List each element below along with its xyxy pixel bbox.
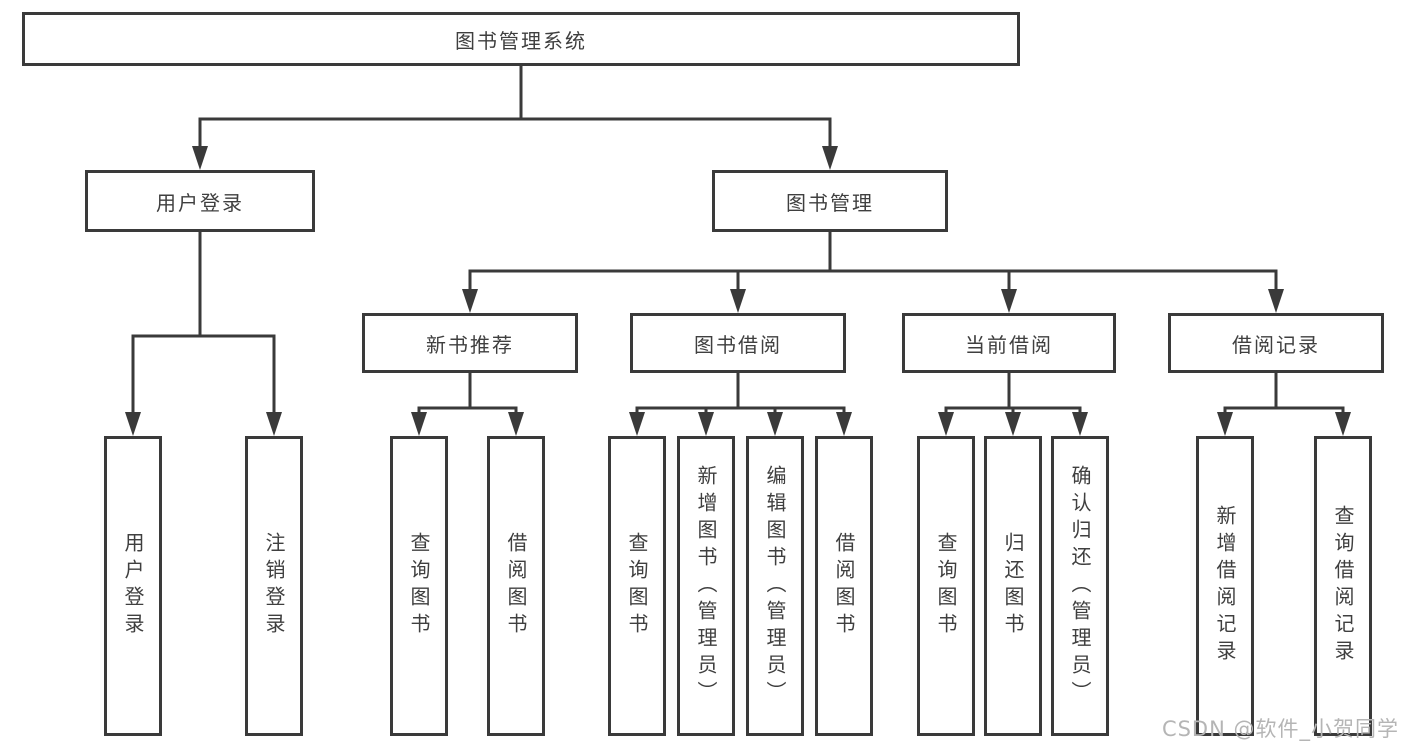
leaf-label: 归还图书 (1001, 532, 1025, 640)
leaf-query-borrow-record: 查询借阅记录 (1314, 436, 1372, 736)
leaf-label: 新增借阅记录 (1213, 505, 1237, 667)
leaf-label: 查询图书 (625, 532, 649, 640)
leaf-label: 查询借阅记录 (1331, 505, 1355, 667)
leaf-label: 查询图书 (934, 532, 958, 640)
leaf-label: 查询图书 (407, 532, 431, 640)
leaf-query-books-current: 查询图书 (917, 436, 975, 736)
leaf-query-books-recommend: 查询图书 (390, 436, 448, 736)
csdn-watermark: CSDN @软件_小贺同学 (1161, 717, 1399, 741)
leaf-label: 新增图书（管理员） (694, 464, 718, 708)
node-current-borrowing: 当前借阅 (902, 313, 1116, 373)
leaf-user-login: 用户登录 (104, 436, 162, 736)
leaf-borrow-books-borrowing: 借阅图书 (815, 436, 873, 736)
leaf-label: 注销登录 (262, 532, 286, 640)
leaf-borrow-books-recommend: 借阅图书 (487, 436, 545, 736)
leaf-label: 编辑图书（管理员） (763, 464, 787, 708)
leaf-logout: 注销登录 (245, 436, 303, 736)
node-borrowing-records: 借阅记录 (1168, 313, 1384, 373)
leaf-label: 用户登录 (121, 532, 145, 640)
node-user-login-group: 用户登录 (85, 170, 315, 232)
node-library-system: 图书管理系统 (22, 12, 1020, 66)
leaf-return-books: 归还图书 (984, 436, 1042, 736)
leaf-confirm-return-admin: 确认归还（管理员） (1051, 436, 1109, 736)
node-book-borrowing: 图书借阅 (630, 313, 846, 373)
leaf-add-borrow-record: 新增借阅记录 (1196, 436, 1254, 736)
leaf-query-books-borrowing: 查询图书 (608, 436, 666, 736)
node-new-book-recommend: 新书推荐 (362, 313, 578, 373)
leaf-edit-books-admin: 编辑图书（管理员） (746, 436, 804, 736)
leaf-label: 确认归还（管理员） (1068, 464, 1092, 708)
leaf-label: 借阅图书 (832, 532, 856, 640)
node-book-management: 图书管理 (712, 170, 948, 232)
leaf-label: 借阅图书 (504, 532, 528, 640)
leaf-add-books-admin: 新增图书（管理员） (677, 436, 735, 736)
